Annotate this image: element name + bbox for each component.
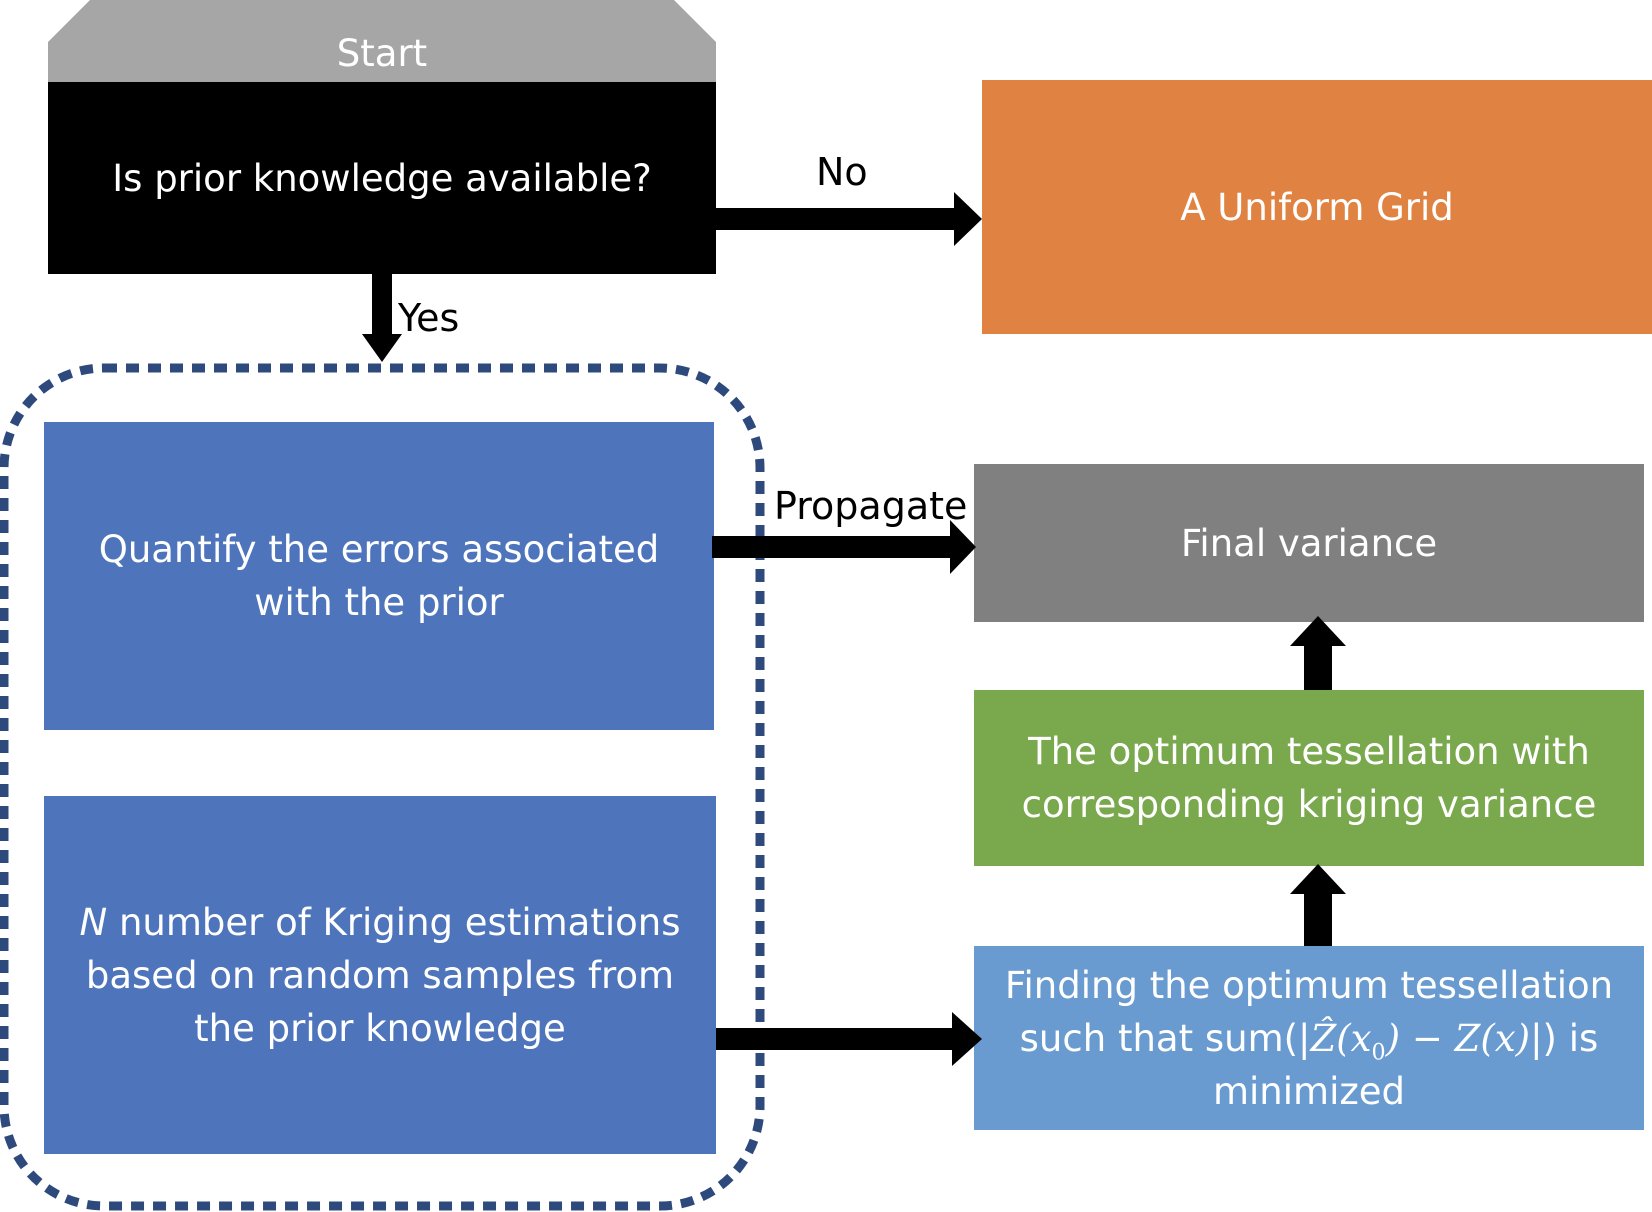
uniform-grid-node: A Uniform Grid bbox=[982, 80, 1652, 334]
quantify-errors-node: Quantify the errors associated with the … bbox=[44, 422, 714, 730]
n-symbol: N bbox=[79, 900, 108, 944]
optimum-line1: The optimum tessellation with bbox=[1028, 730, 1590, 773]
z-x-symbol: Z(x) bbox=[1454, 1016, 1531, 1060]
kriging-line2: based on random samples from bbox=[85, 953, 675, 997]
optimum-line2: corresponding kriging variance bbox=[1021, 783, 1597, 826]
finding-line2: such that sum(|Ẑ(x0) − Z(x)|) is bbox=[1019, 1016, 1599, 1065]
start-tab-label-box: Start bbox=[48, 30, 716, 76]
edge-label-no: No bbox=[816, 150, 868, 194]
arrow-no bbox=[716, 192, 982, 246]
arrow-optimum-to-final bbox=[1290, 616, 1346, 690]
arrow-yes bbox=[362, 274, 402, 362]
arrow-finding-to-optimum bbox=[1290, 864, 1346, 946]
quantify-errors-line2: with the prior bbox=[254, 581, 504, 624]
finding-line3: minimized bbox=[1212, 1069, 1406, 1113]
kriging-line3: the prior knowledge bbox=[194, 1006, 566, 1050]
arrow-propagate bbox=[712, 520, 976, 574]
kriging-line1: number of Kriging estimations bbox=[107, 900, 681, 944]
arrow-kriging-to-finding bbox=[716, 1012, 982, 1066]
final-variance-text: Final variance bbox=[1180, 521, 1438, 565]
start-tab-label: Start bbox=[336, 31, 428, 75]
edge-label-yes: Yes bbox=[398, 296, 460, 340]
optimum-tessellation-node: The optimum tessellation with correspond… bbox=[974, 690, 1644, 866]
question-node: Is prior knowledge available? bbox=[48, 82, 716, 274]
start-tab-shape bbox=[48, 0, 716, 82]
edge-label-propagate: Propagate bbox=[774, 484, 968, 528]
z-hat-symbol: Ẑ bbox=[1310, 1016, 1337, 1060]
quantify-errors-line1: Quantify the errors associated bbox=[98, 528, 660, 571]
question-text: Is prior knowledge available? bbox=[112, 156, 652, 200]
prior-group-border bbox=[0, 363, 765, 1211]
final-variance-node: Final variance bbox=[974, 464, 1644, 622]
kriging-estimations-node: N number of Kriging estimations based on… bbox=[44, 796, 716, 1154]
finding-tessellation-node: Finding the optimum tessellation such th… bbox=[974, 946, 1644, 1130]
finding-line1: Finding the optimum tessellation bbox=[1004, 963, 1614, 1007]
uniform-grid-text: A Uniform Grid bbox=[1180, 185, 1454, 229]
